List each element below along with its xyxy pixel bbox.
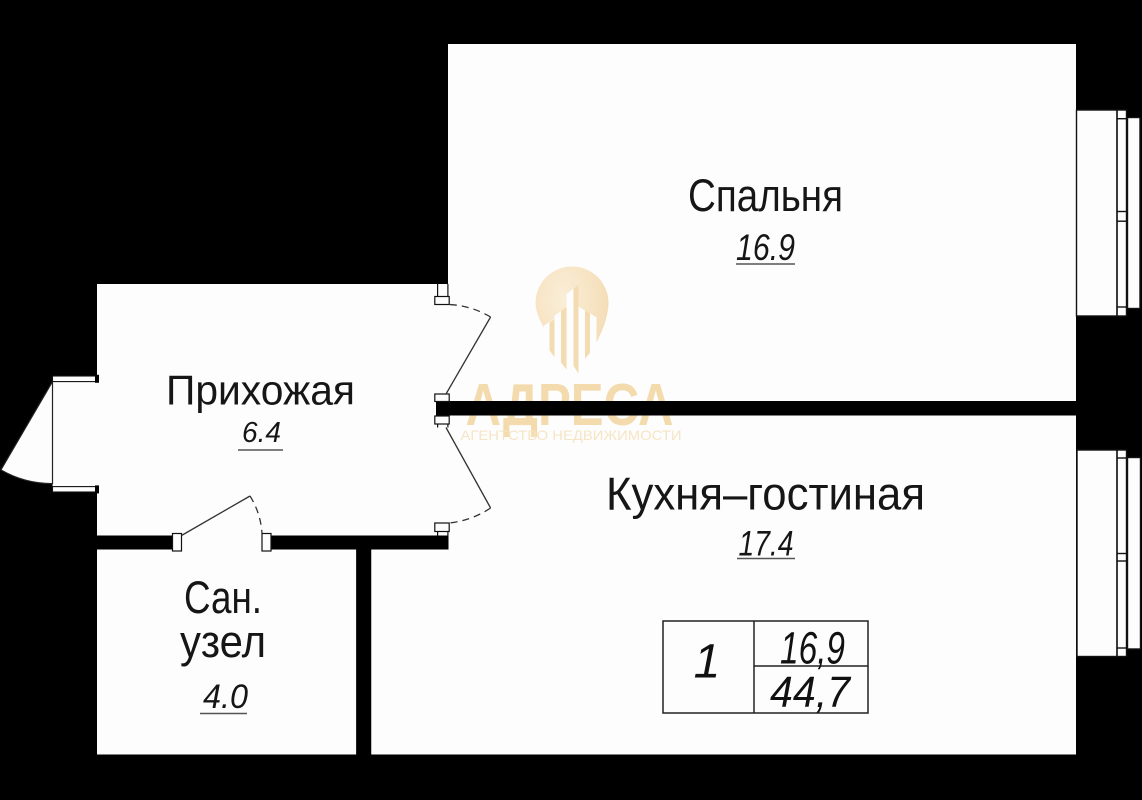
svg-text:16.9: 16.9 bbox=[736, 227, 795, 268]
svg-text:Сан.: Сан. bbox=[184, 572, 262, 623]
svg-text:16,9: 16,9 bbox=[780, 623, 845, 674]
svg-text:АГЕНТСТВО НЕДВИЖИМОСТИ: АГЕНТСТВО НЕДВИЖИМОСТИ bbox=[461, 427, 682, 443]
svg-text:узел: узел bbox=[180, 616, 266, 667]
svg-text:6.4: 6.4 bbox=[242, 417, 281, 449]
svg-text:Спальня: Спальня bbox=[688, 170, 843, 221]
svg-text:4.0: 4.0 bbox=[203, 678, 248, 716]
svg-text:Кухня–гостиная: Кухня–гостиная bbox=[606, 468, 925, 520]
svg-text:44,7: 44,7 bbox=[770, 668, 851, 717]
svg-text:Прихожая: Прихожая bbox=[166, 367, 355, 414]
svg-text:17.4: 17.4 bbox=[739, 525, 794, 564]
svg-text:1: 1 bbox=[694, 636, 721, 689]
